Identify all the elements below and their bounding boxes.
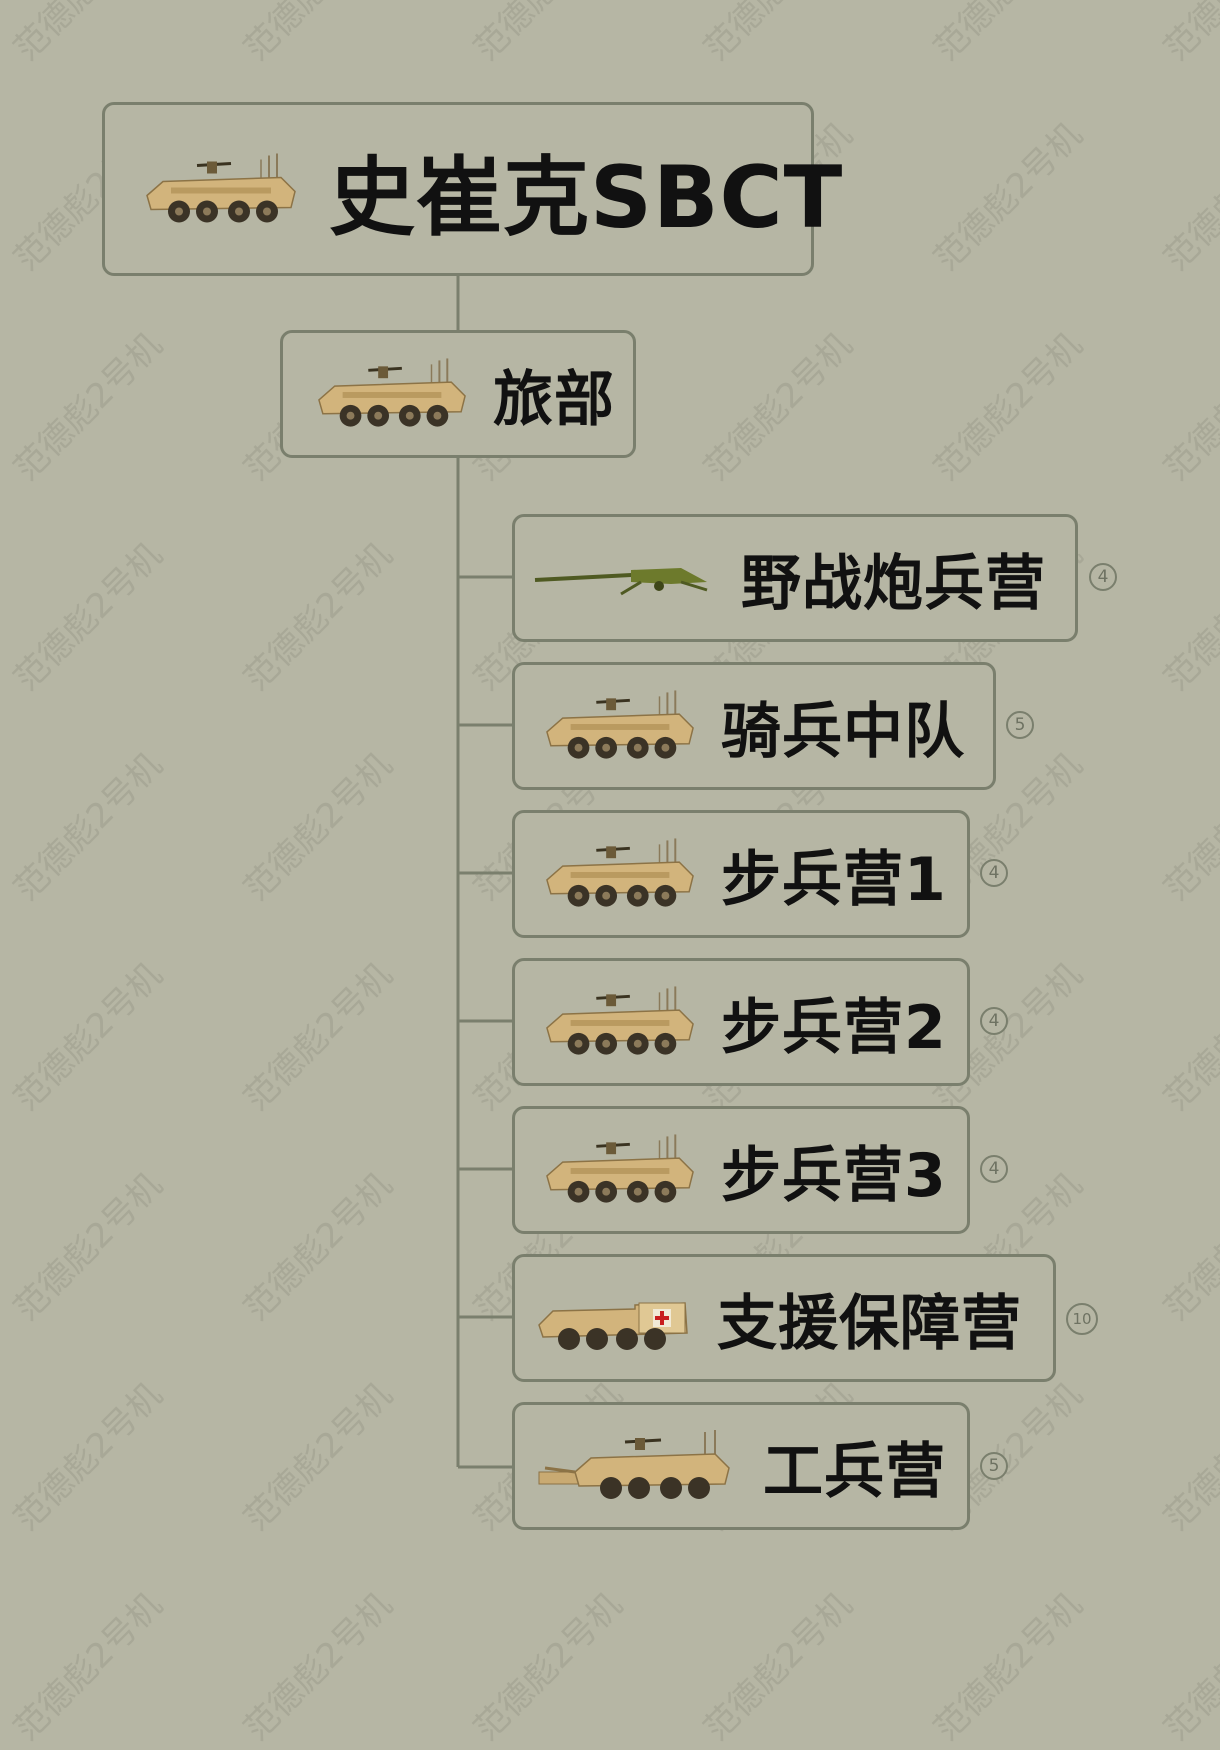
unit-node-cavalry[interactable]: 骑兵中队 [512, 662, 996, 790]
stryker-vehicle-icon [141, 151, 301, 228]
stryker-vehicle-icon [541, 1132, 699, 1208]
unit-label: 步兵营2 [721, 992, 947, 1063]
root-node[interactable]: 史崔克SBCT [102, 102, 842, 276]
unit-node-engineer[interactable]: 工兵营 [512, 1402, 970, 1530]
child-count-badge[interactable]: 4 [1089, 563, 1117, 591]
stryker-vehicle-icon [541, 688, 699, 764]
stryker-vehicle-icon [313, 356, 471, 432]
unit-node-infantry-2[interactable]: 步兵营2 [512, 958, 970, 1086]
unit-node-field-artillery[interactable]: 野战炮兵营 [512, 514, 1078, 642]
unit-label: 步兵营1 [721, 844, 947, 915]
child-count-badge[interactable]: 4 [980, 1155, 1008, 1183]
stryker-vehicle-icon [541, 836, 699, 912]
unit-label: 步兵营3 [721, 1140, 947, 1211]
tree-connectors [456, 276, 512, 1469]
engineer-vehicle-icon [535, 1428, 733, 1504]
child-count-badge[interactable]: 4 [980, 1007, 1008, 1035]
howitzer-icon [531, 558, 715, 598]
child-count-badge[interactable]: 10 [1066, 1303, 1098, 1335]
stryker-vehicle-icon [541, 984, 699, 1060]
ambulance-vehicle-icon [535, 1281, 691, 1355]
unit-label: 支援保障营 [717, 1288, 1022, 1359]
unit-label: 骑兵中队 [721, 696, 965, 767]
unit-label: 工兵营 [763, 1436, 946, 1507]
unit-node-support[interactable]: 支援保障营 [512, 1254, 1056, 1382]
root-label: 史崔克SBCT [329, 147, 844, 248]
hq-node[interactable]: 旅部 [280, 330, 636, 458]
hq-label: 旅部 [493, 364, 615, 435]
child-count-badge[interactable]: 5 [1006, 711, 1034, 739]
child-count-badge[interactable]: 5 [980, 1452, 1008, 1480]
unit-node-infantry-3[interactable]: 步兵营3 [512, 1106, 970, 1234]
unit-node-infantry-1[interactable]: 步兵营1 [512, 810, 970, 938]
child-count-badge[interactable]: 4 [980, 859, 1008, 887]
unit-label: 野战炮兵营 [741, 548, 1046, 619]
